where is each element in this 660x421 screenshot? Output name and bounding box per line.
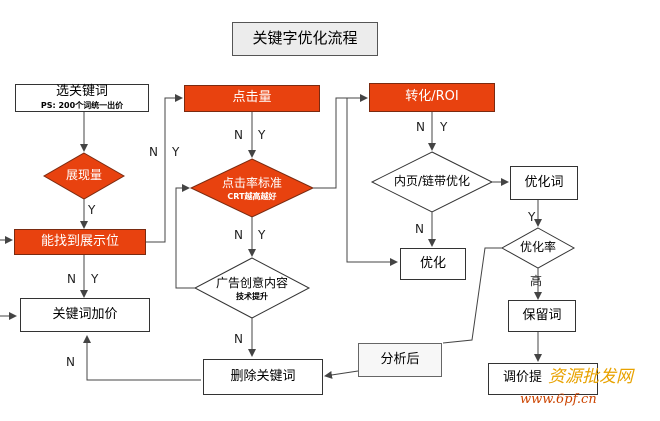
edge-conv-optimize-left <box>346 97 398 266</box>
edge-label-y-find: Y <box>91 272 99 286</box>
edge-label-y1: Y <box>172 145 180 159</box>
ctr-sub: CRT越高越好 <box>227 191 277 201</box>
edge-label-y-clicks: Y <box>258 128 266 142</box>
edge-label-n-bottom: N <box>66 355 75 369</box>
edge-label-n-find: N <box>67 272 76 286</box>
ad-creative-label-group: 广告创意内容 技术提升 <box>200 275 304 303</box>
page-title: 关键字优化流程 <box>232 22 378 56</box>
edge-label-y-impression: Y <box>88 203 96 217</box>
impression-label: 展现量 <box>65 168 102 183</box>
edge-find-clicks <box>146 94 183 243</box>
edge-creative-back <box>175 184 195 289</box>
keep-word-box: 保留词 <box>508 300 576 332</box>
delete-keyword-box: 删除关键词 <box>203 359 323 395</box>
ad-creative-sub: 技术提升 <box>236 291 268 301</box>
analysis-box: 分析后 <box>358 343 442 377</box>
find-position-box: 能找到展示位 <box>14 229 146 255</box>
conversion-box: 转化/ROI <box>369 83 495 112</box>
select-keyword-sub: PS: 200个词统一出价 <box>40 101 124 111</box>
watermark-line2: www.6pf.cn <box>520 392 597 407</box>
edge-label-n-ctr: N <box>234 228 243 242</box>
optimize-rate-label: 优化率 <box>519 240 556 255</box>
edge-label-y-ctr: Y <box>258 228 266 242</box>
ctr-label: 点击率标准 <box>221 176 282 190</box>
optimize-box: 优化 <box>400 248 466 280</box>
edge-label-n-creative: N <box>234 332 243 346</box>
optimize-word-box: 优化词 <box>510 166 578 200</box>
edge-label-y-optword: Y <box>528 210 536 224</box>
select-keyword-box: 选关键词 PS: 200个词统一出价 <box>15 84 149 112</box>
edge-label-high: 高 <box>530 274 543 288</box>
edge-label-y-conv: Y <box>440 120 448 134</box>
edge-label-n-conv: N <box>416 120 425 134</box>
edge-rate-analysis <box>442 247 502 344</box>
clicks-box: 点击量 <box>184 85 320 112</box>
watermark-line1: 资源批发网 <box>548 367 633 387</box>
adjust-price-label: 调价提 <box>503 370 543 385</box>
inner-page-label: 内页/链带优化 <box>393 174 471 189</box>
edge-ctr-conversion <box>313 94 368 189</box>
ctr-label-group: 点击率标准 CRT越高越好 <box>196 175 308 203</box>
edge-analysis-delete <box>324 370 359 379</box>
adjust-price-box: 调价提 <box>488 363 598 395</box>
add-price-box: 关键词加价 <box>20 298 150 332</box>
edge-label-n1: N <box>149 145 158 159</box>
edge-label-n-clicks: N <box>234 128 243 142</box>
ad-creative-label: 广告创意内容 <box>215 276 288 290</box>
select-keyword-label: 选关键词 <box>55 84 108 100</box>
edge-label-n-inner: N <box>415 222 424 236</box>
edge-delete-addprice <box>83 335 201 381</box>
